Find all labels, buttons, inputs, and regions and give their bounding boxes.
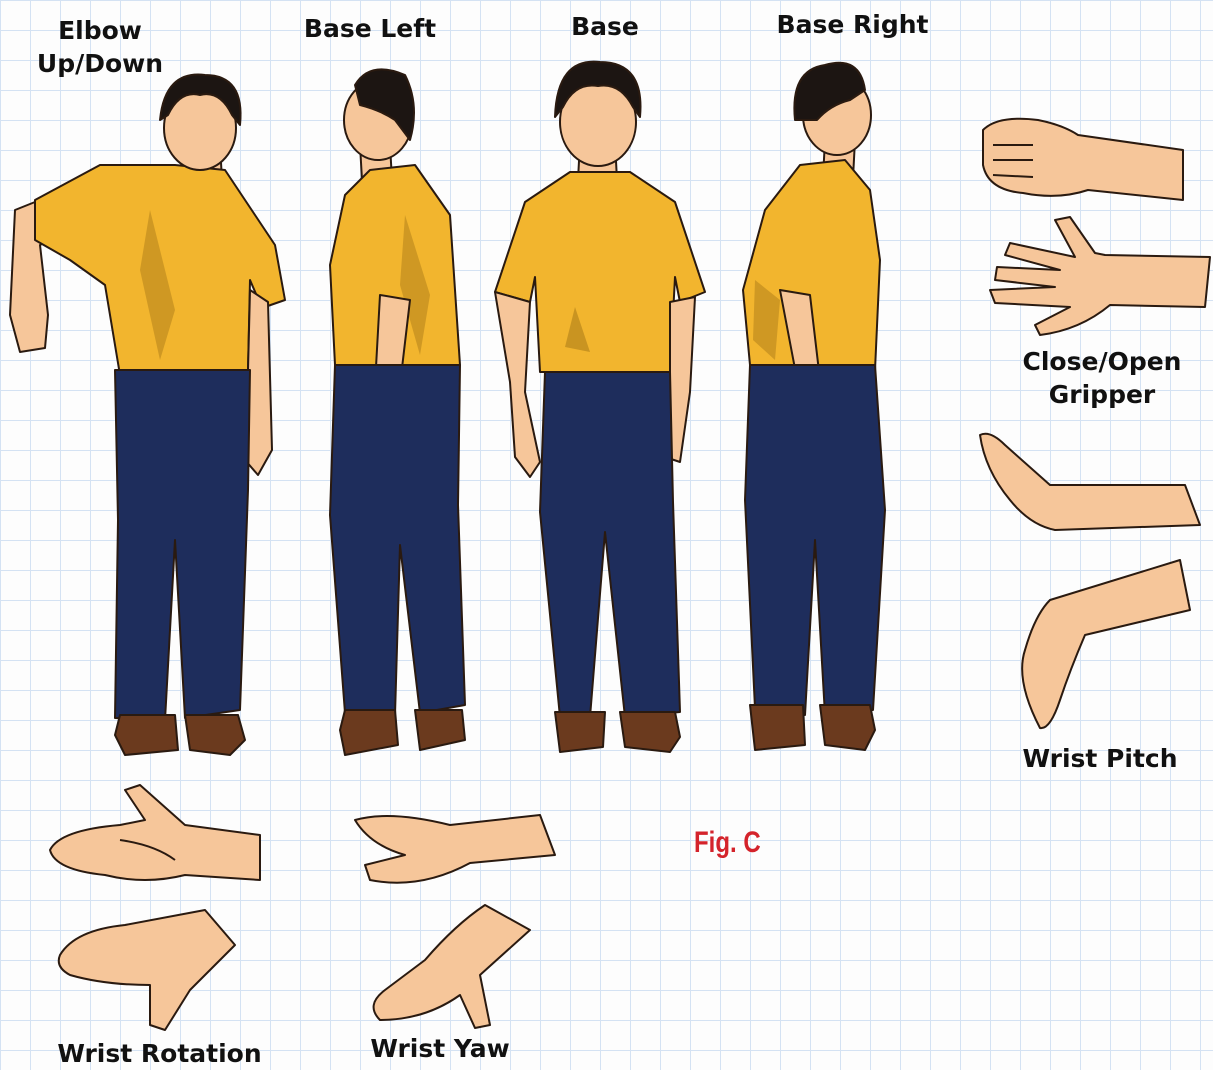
figure-elbow-up-down	[0, 70, 300, 770]
hand-open-gripper	[985, 215, 1213, 340]
figure-caption: Fig. C	[694, 826, 761, 860]
hand-wrist-rotation-palm-up	[45, 780, 275, 890]
label-base-left: Base Left	[295, 12, 445, 45]
label-gripper-line1: Close/Open	[1012, 345, 1192, 378]
hand-wrist-pitch-down	[1015, 560, 1205, 740]
label-close-open-gripper: Close/Open Gripper	[1012, 345, 1192, 411]
label-base-right: Base Right	[770, 8, 935, 41]
label-wrist-rotation: Wrist Rotation	[52, 1037, 267, 1070]
hand-closed-gripper	[978, 115, 1198, 205]
label-wrist-yaw: Wrist Yaw	[360, 1032, 520, 1065]
figure-base	[495, 62, 715, 762]
hand-wrist-pitch-up	[975, 430, 1205, 545]
hand-wrist-yaw-straight	[350, 805, 560, 895]
figure-base-right	[735, 60, 915, 760]
label-gripper-line2: Gripper	[1012, 378, 1192, 411]
label-wrist-pitch: Wrist Pitch	[1015, 742, 1185, 775]
hand-wrist-rotation-palm-down	[55, 905, 245, 1035]
hand-wrist-yaw-bent	[365, 900, 535, 1030]
label-elbow-line1: Elbow	[30, 14, 170, 47]
figure-base-left	[300, 65, 480, 765]
label-base: Base	[555, 10, 655, 43]
